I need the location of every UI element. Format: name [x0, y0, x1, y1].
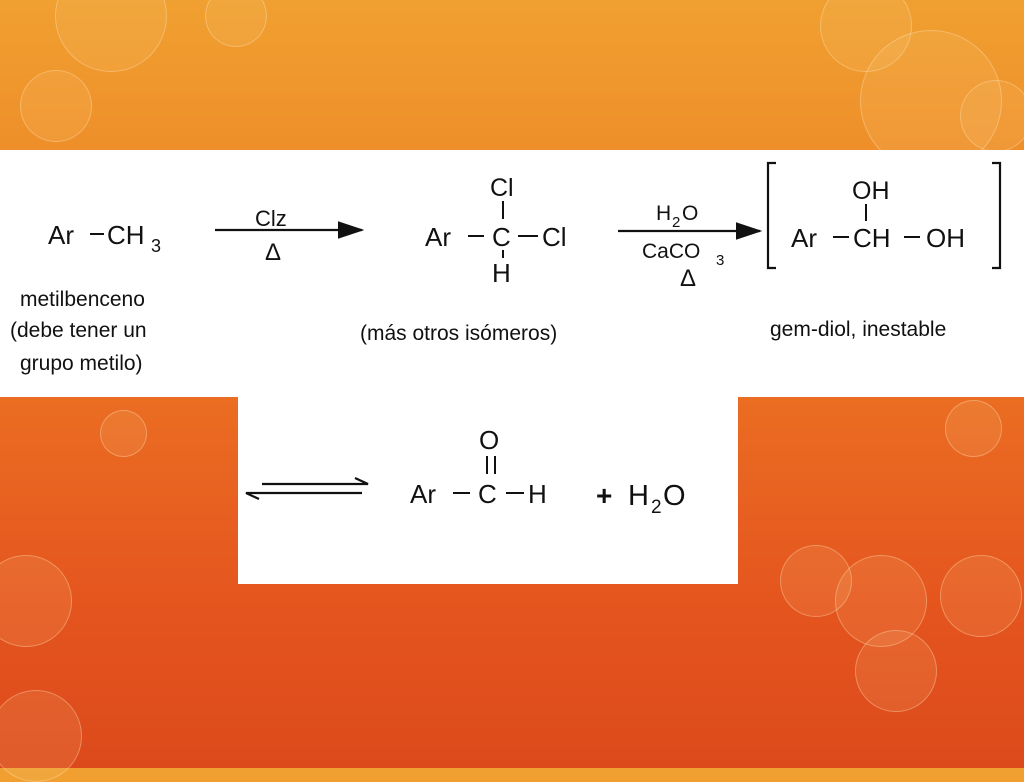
- water-sub2: 2: [651, 497, 662, 518]
- dichloride-h: H: [492, 258, 511, 288]
- start-ar: Ar: [48, 220, 74, 250]
- arrow2-sub3: 3: [716, 252, 724, 269]
- gemdiol-oh-right: OH: [926, 223, 965, 253]
- start-sub3: 3: [151, 236, 161, 256]
- dichloride-cl-top: Cl: [490, 174, 514, 202]
- bokeh-circle: [940, 555, 1022, 637]
- start-caption-1: metilbenceno: [20, 288, 145, 311]
- water-h: H: [628, 480, 649, 512]
- bracket-left: [766, 161, 776, 270]
- reaction-panel-bottom: [238, 396, 738, 584]
- start-caption-2: (debe tener un: [10, 319, 147, 342]
- product-o: O: [479, 425, 499, 455]
- gemdiol-caption: gem-diol, inestable: [770, 318, 946, 341]
- dichloride-cl-right: Cl: [542, 222, 567, 252]
- bokeh-circle: [855, 630, 937, 712]
- water-o: O: [663, 480, 686, 512]
- arrow2-h: H: [656, 202, 671, 225]
- bokeh-circle: [945, 400, 1002, 457]
- start-caption-3: grupo metilo): [20, 352, 143, 375]
- equilibrium-arrow-reverse: [245, 491, 362, 500]
- dichloride-caption: (más otros isómeros): [360, 322, 557, 345]
- product-ar: Ar: [410, 479, 436, 509]
- gemdiol-ch: CH: [853, 223, 891, 253]
- bokeh-circle: [20, 70, 92, 142]
- equilibrium-arrow-forward: [262, 477, 369, 486]
- reaction-panel-top: [0, 150, 1024, 397]
- gemdiol-ar: Ar: [791, 223, 817, 253]
- bracket-right: [992, 161, 1002, 270]
- bokeh-circle: [100, 410, 147, 457]
- product-h: H: [528, 479, 547, 509]
- product-plus: +: [596, 480, 612, 511]
- arrow2-heat: Δ: [680, 265, 696, 292]
- arrow1-heat: Δ: [265, 239, 281, 266]
- bokeh-circle: [0, 690, 82, 782]
- gemdiol-oh-top: OH: [852, 177, 890, 205]
- product-c: C: [478, 479, 497, 509]
- arrow2-sub2: 2: [672, 214, 680, 231]
- start-ch: CH: [107, 220, 145, 250]
- arrow2-caco: CaCO: [642, 240, 700, 263]
- arrow2-o: O: [682, 202, 698, 225]
- dichloride-c: C: [492, 222, 511, 252]
- arrow1-reagent: Clz: [255, 206, 287, 231]
- dichloride-ar: Ar: [425, 222, 451, 252]
